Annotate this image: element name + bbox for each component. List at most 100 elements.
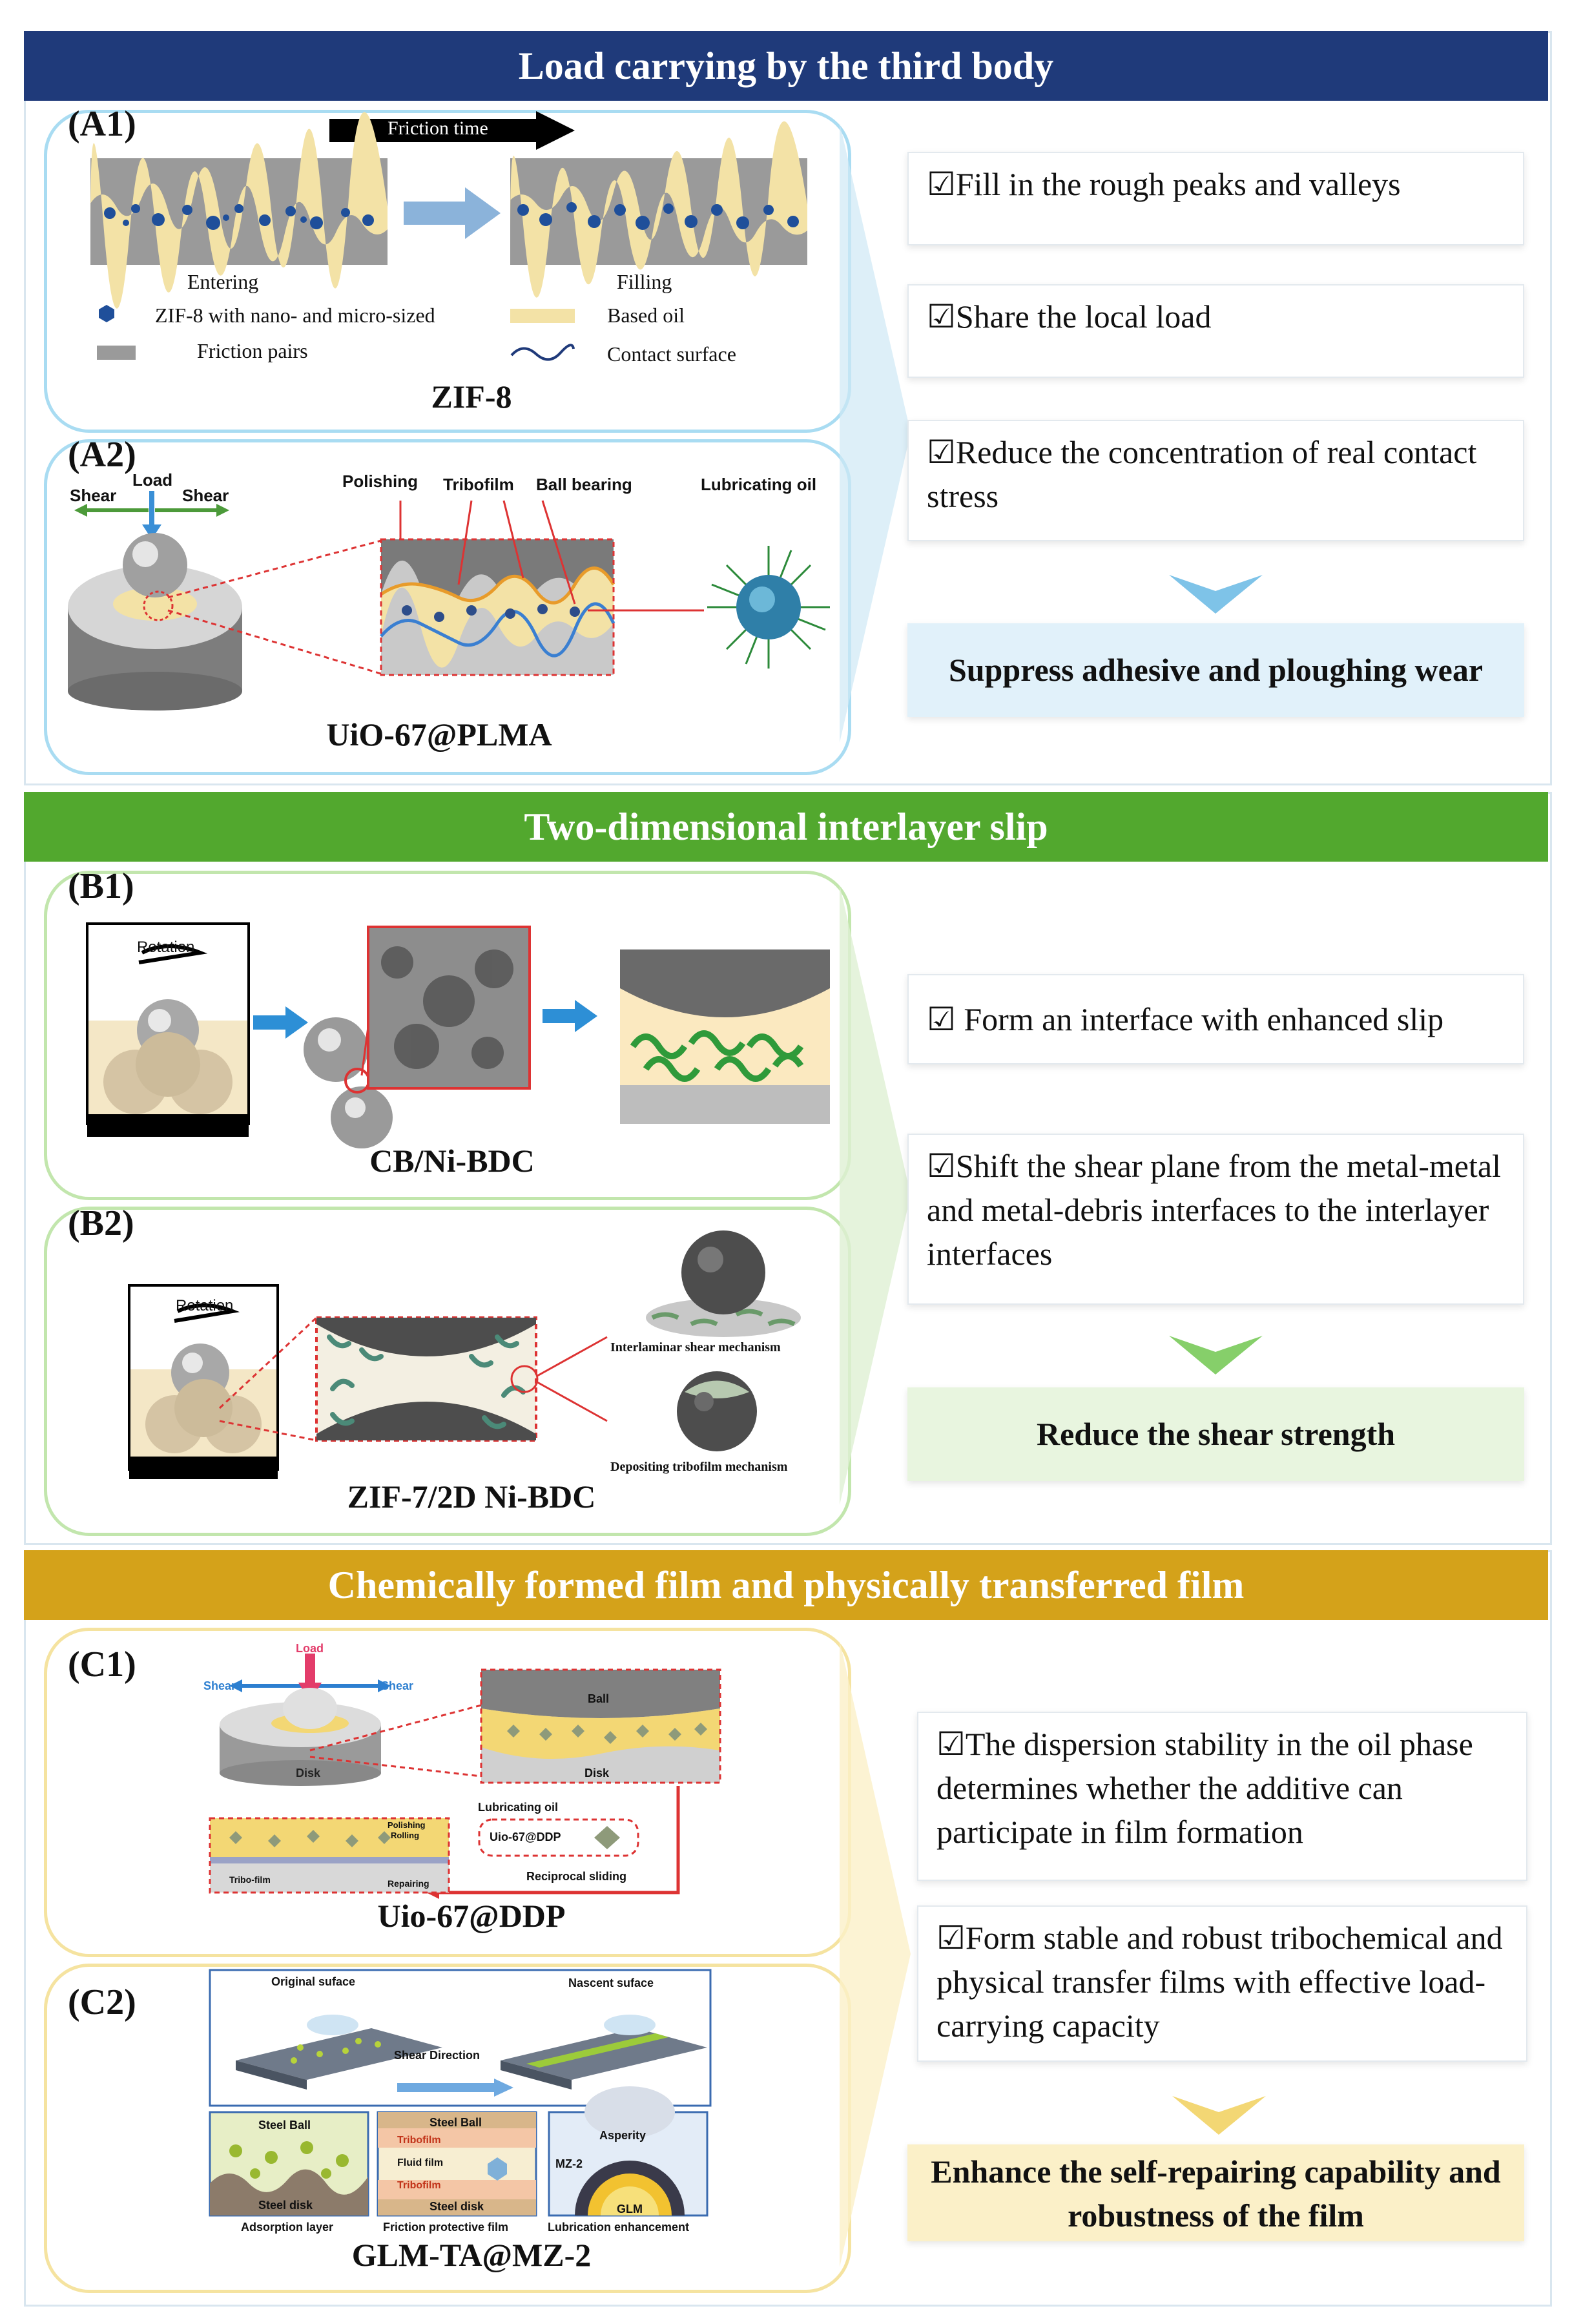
c1-ball-on-disk xyxy=(220,1654,391,1786)
b1-arrow-2 xyxy=(543,1000,597,1032)
section-b-chevron xyxy=(840,885,911,1505)
b2-interlaminar-ball xyxy=(646,1230,801,1337)
c2-steel-disk-1: Steel disk xyxy=(258,2199,313,2212)
b2-contact-zoom xyxy=(218,1316,608,1442)
c2-steel-disk-2: Steel disk xyxy=(429,2200,484,2213)
zif8-entering-diagram xyxy=(90,112,388,309)
legend-pairs-label: Friction pairs xyxy=(197,339,308,362)
c1-film-diagram xyxy=(209,1817,450,1894)
panel-c2-label: (C2) xyxy=(68,1982,136,2022)
panel-a2-title: UiO-67@PLMA xyxy=(326,716,552,752)
zoom-connector-lines xyxy=(167,500,704,675)
panel-a2-label: (A2) xyxy=(68,435,136,475)
ball-bearing-label: Ball bearing xyxy=(536,475,632,494)
section-c-header: Chemically formed film and physically tr… xyxy=(24,1550,1548,1620)
shear-left-label: Shear xyxy=(70,486,117,505)
c2-surface-diagram xyxy=(209,1969,712,2107)
section-a-result: Suppress adhesive and ploughing wear xyxy=(907,623,1524,717)
c1-rolling-label: Rolling xyxy=(391,1831,420,1840)
panel-a1-title: ZIF-8 xyxy=(431,379,512,415)
c1-load-label: Load xyxy=(296,1642,324,1655)
b2-ball-container xyxy=(128,1284,279,1479)
c1-uio-ddp-box xyxy=(478,1818,639,1857)
c2-asperity-label: Asperity xyxy=(599,2129,646,2142)
b1-rotation-label: Rotation xyxy=(137,939,195,956)
section-c-box-2: ☑Form stable and robust tribochemical an… xyxy=(917,1905,1527,2062)
c2-adsorption-diagram xyxy=(209,2111,369,2217)
panel-a1-label: (A1) xyxy=(68,104,136,144)
c2-nascent-label: Nascent suface xyxy=(568,1976,654,1989)
c1-shear-right-label: Shear xyxy=(381,1679,414,1692)
legend-zif8-label: ZIF-8 with nano- and micro-sized xyxy=(155,304,435,327)
c2-friction-film-diagram xyxy=(377,2111,537,2217)
section-a-box-2: ☑Share the local load xyxy=(907,284,1524,378)
c2-steel-ball-2: Steel Ball xyxy=(429,2116,482,2129)
b1-interface-slip xyxy=(620,949,830,1124)
panel-b1-title: CB/Ni-BDC xyxy=(369,1143,535,1179)
section-c-result: Enhance the self-repairing capability an… xyxy=(907,2144,1524,2241)
panel-c2-title: GLM-TA@MZ-2 xyxy=(351,2237,592,2273)
c2-glm-label: GLM xyxy=(617,2203,643,2215)
c1-uio-ddp-label: Uio-67@DDP xyxy=(490,1831,561,1843)
legend-zif8-icon xyxy=(99,305,114,322)
panel-c1-label: (C1) xyxy=(68,1644,136,1685)
section-a-box-3: ☑Reduce the concentration of real contac… xyxy=(907,420,1524,541)
legend-oil-swatch xyxy=(510,309,575,323)
c2-fluid-film: Fluid film xyxy=(397,2157,444,2168)
c2-tribofilm-1: Tribofilm xyxy=(397,2135,441,2146)
c2-cap-friction: Friction protective film xyxy=(383,2221,509,2234)
c1-disk-label: Disk xyxy=(296,1767,321,1779)
b1-arrow-1 xyxy=(253,1006,308,1039)
tribofilm-label: Tribofilm xyxy=(443,475,514,494)
c1-repairing-label: Repairing xyxy=(388,1878,429,1889)
c2-lubrication-diagram xyxy=(548,2086,708,2217)
panel-b2-label: (B2) xyxy=(68,1203,134,1243)
section-b-box-1: ☑ Form an interface with enhanced slip xyxy=(907,974,1524,1064)
filling-label: Filling xyxy=(617,270,672,293)
legend-pairs-swatch xyxy=(97,346,136,360)
section-a-down-chevron xyxy=(1169,575,1263,614)
b1-ball-container xyxy=(86,922,250,1137)
b2-rotation-label: Rotation xyxy=(176,1297,234,1314)
interlaminar-label: Interlaminar shear mechanism xyxy=(610,1340,781,1354)
entering-label: Entering xyxy=(187,270,259,293)
c2-original-label: Original suface xyxy=(271,1975,356,1988)
b1-cb-particles xyxy=(304,926,531,1148)
c1-ball-label: Ball xyxy=(588,1692,610,1705)
section-c-chevron xyxy=(840,1641,911,2267)
panel-c1-title: Uio-67@DDP xyxy=(377,1898,566,1934)
polishing-label: Polishing xyxy=(342,472,418,491)
zif8-filling-diagram xyxy=(510,121,807,298)
c2-cap-lubrication: Lubrication enhancement xyxy=(548,2221,690,2234)
panel-b2-title: ZIF-7/2D Ni-BDC xyxy=(347,1478,596,1515)
panel-b1-label: (B1) xyxy=(68,866,134,906)
section-b-box-2: ☑Shift the shear plane from the metal-me… xyxy=(907,1134,1524,1305)
lubricating-oil-label: Lubricating oil xyxy=(701,475,817,494)
c2-mz2-label: MZ-2 xyxy=(555,2157,583,2170)
b2-depositing-ball xyxy=(677,1371,757,1451)
ball-on-disk-diagram xyxy=(68,491,242,711)
section-b-result: Reduce the shear strength xyxy=(907,1387,1524,1481)
section-a-chevron xyxy=(840,123,911,743)
section-c-down-chevron xyxy=(1172,2096,1266,2135)
legend-contact-icon xyxy=(510,344,575,361)
c2-steel-ball-1: Steel Ball xyxy=(258,2119,311,2132)
section-b-down-chevron xyxy=(1169,1336,1263,1375)
depositing-label: Depositing tribofilm mechanism xyxy=(610,1460,788,1474)
c2-cap-adsorption: Adsorption layer xyxy=(241,2221,334,2234)
c1-disk2-label: Disk xyxy=(584,1767,610,1779)
c2-tribofilm-2: Tribofilm xyxy=(397,2180,441,2191)
contact-zoom-diagram xyxy=(380,538,615,676)
c1-shear-left-label: Shear xyxy=(203,1679,236,1692)
c1-polishing-label: Polishing xyxy=(388,1820,426,1830)
section-a-header: Load carrying by the third body xyxy=(24,31,1548,101)
process-arrow xyxy=(404,187,501,239)
c1-lubricating-oil-label: Lubricating oil xyxy=(478,1801,558,1814)
section-b-header: Two-dimensional interlayer slip xyxy=(24,792,1548,862)
c1-tribo-film-label: Tribo-film xyxy=(229,1874,271,1885)
section-c-box-1: ☑The dispersion stability in the oil pha… xyxy=(917,1712,1527,1881)
legend-oil-label: Based oil xyxy=(607,304,685,327)
c1-reciprocal-label: Reciprocal sliding xyxy=(526,1870,627,1883)
section-a-box-1: ☑Fill in the rough peaks and valleys xyxy=(907,152,1524,245)
shear-right-label: Shear xyxy=(182,486,229,505)
